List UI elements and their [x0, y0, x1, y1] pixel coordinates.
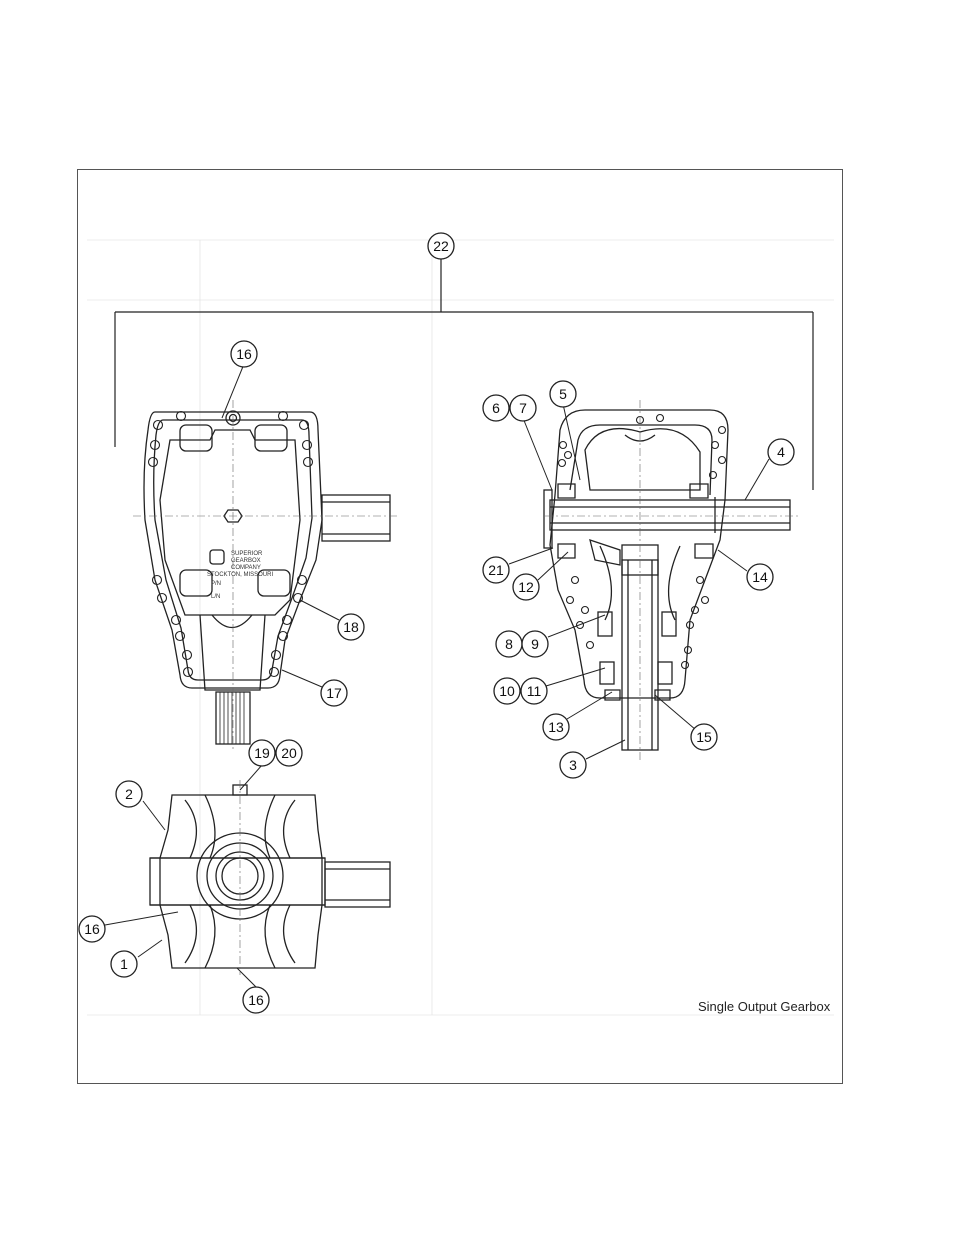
nameplate-ln: L/N	[211, 594, 220, 600]
callout-8: 8	[496, 631, 522, 657]
svg-text:12: 12	[518, 579, 534, 595]
nameplate-line4: STOCKTON, MISSOURI	[207, 572, 273, 578]
nameplate-pn: P/N	[211, 581, 221, 587]
callout-4: 4	[768, 439, 794, 465]
svg-text:13: 13	[548, 719, 564, 735]
callout-10: 10	[494, 678, 520, 704]
gearbox-side-view	[150, 785, 390, 968]
svg-text:10: 10	[499, 683, 515, 699]
nameplate-line2: GEARBOX	[231, 558, 261, 564]
nameplate: SUPERIOR GEARBOX COMPANY STOCKTON, MISSO…	[207, 551, 273, 600]
svg-text:7: 7	[519, 400, 527, 416]
callout-3: 3	[560, 752, 586, 778]
svg-text:11: 11	[527, 683, 542, 699]
svg-text:18: 18	[343, 619, 359, 635]
callout-9: 9	[522, 631, 548, 657]
callout-11: 11	[521, 678, 547, 704]
callout-2: 2	[116, 781, 142, 807]
svg-text:17: 17	[326, 685, 342, 701]
callout-17: 17	[321, 680, 347, 706]
svg-text:16: 16	[236, 346, 252, 362]
callout-22: 22	[428, 233, 454, 259]
callout-20: 20	[276, 740, 302, 766]
callout-7: 7	[510, 395, 536, 421]
svg-text:21: 21	[488, 562, 504, 578]
callout-14: 14	[747, 564, 773, 590]
svg-text:16: 16	[248, 992, 264, 1008]
callout-16c: 16	[243, 987, 269, 1013]
callout-16b: 16	[79, 916, 105, 942]
callout-18: 18	[338, 614, 364, 640]
callout-13: 13	[543, 714, 569, 740]
svg-text:4: 4	[777, 444, 785, 460]
svg-text:16: 16	[84, 921, 100, 937]
nameplate-line3: COMPANY	[231, 565, 261, 571]
svg-text:3: 3	[569, 757, 577, 773]
callout-5: 5	[550, 381, 576, 407]
callout-1: 1	[111, 951, 137, 977]
diagram-caption: Single Output Gearbox	[698, 999, 830, 1014]
svg-text:8: 8	[505, 636, 513, 652]
svg-text:1: 1	[120, 956, 128, 972]
svg-text:14: 14	[752, 569, 768, 585]
svg-text:22: 22	[433, 238, 449, 254]
svg-text:19: 19	[254, 745, 270, 761]
callout-6: 6	[483, 395, 509, 421]
callout-21: 21	[483, 557, 509, 583]
construction-lines	[87, 240, 834, 1015]
callout-15: 15	[691, 724, 717, 750]
assembly-bracket	[115, 259, 813, 490]
svg-text:2: 2	[125, 786, 133, 802]
svg-text:15: 15	[696, 729, 712, 745]
svg-text:6: 6	[492, 400, 500, 416]
callout-19: 19	[249, 740, 275, 766]
callout-16: 16	[231, 341, 257, 367]
callout-12: 12	[513, 574, 539, 600]
svg-text:9: 9	[531, 636, 539, 652]
nameplate-line1: SUPERIOR	[231, 551, 263, 557]
svg-text:20: 20	[281, 745, 297, 761]
svg-text:5: 5	[559, 386, 567, 402]
